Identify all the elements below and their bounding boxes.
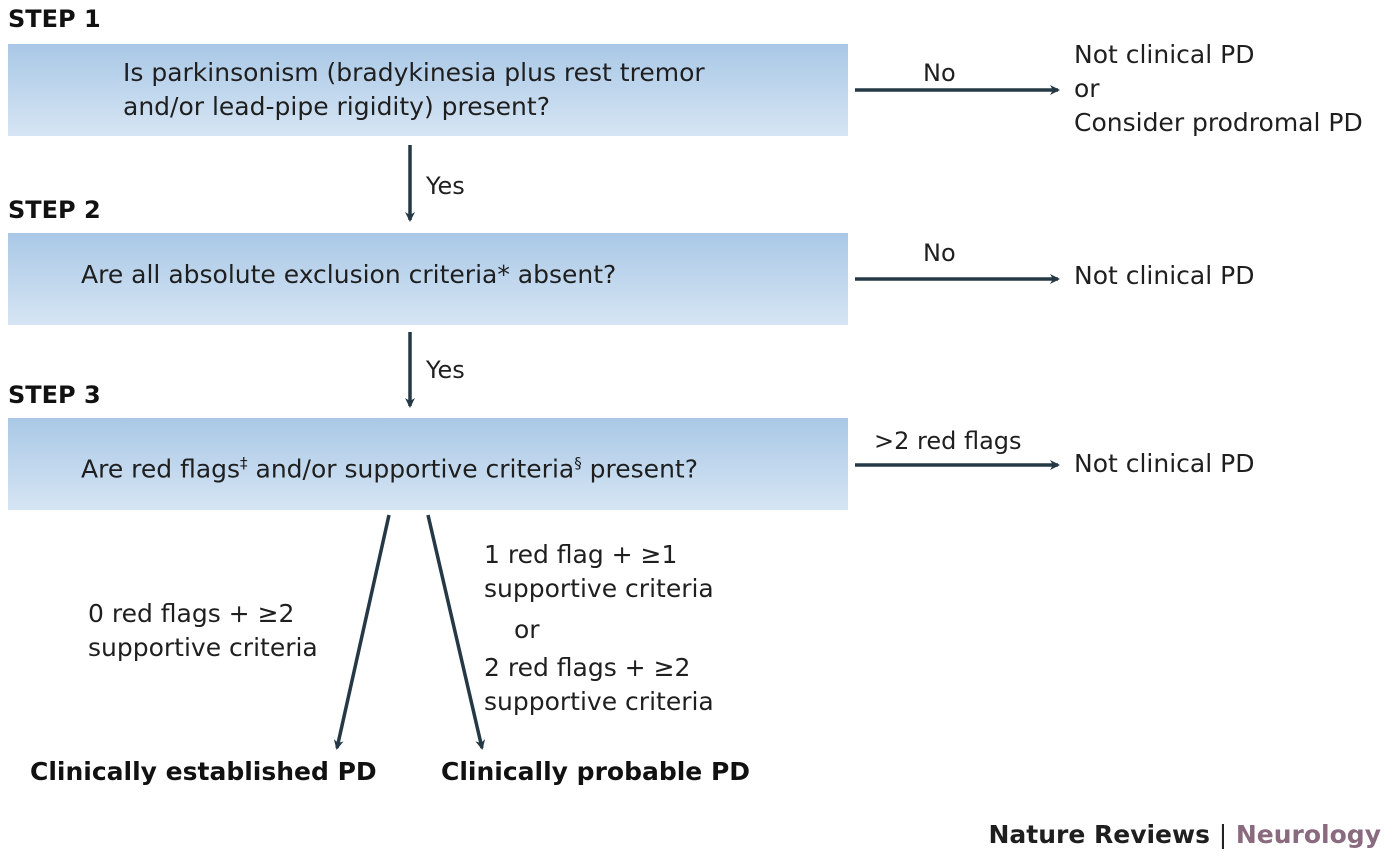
step2-no-label: No [923,239,956,267]
step3-question: Are red flags‡ and/or supportive criteri… [81,446,698,486]
probable-condition-line4: supportive criteria [484,687,714,716]
step1-no-outcome-line2: or [1074,74,1100,103]
step1-question-line1: Is parkinsonism (bradykinesia plus rest … [123,58,705,87]
step1-label: STEP 1 [8,5,101,33]
step2-no-outcome: Not clinical PD [1074,261,1255,290]
step3-red-flags-outcome: Not clinical PD [1074,449,1255,478]
established-condition-line1: 0 red flags + ≥2 [88,599,295,628]
journal-name: Nature Reviews [988,820,1210,849]
step1-no-outcome-line3: Consider prodromal PD [1074,108,1363,137]
probable-condition-line1: 1 red flag + ≥1 [484,540,678,569]
probable-condition-or: or [514,615,540,644]
step1-question: Is parkinsonism (bradykinesia plus rest … [123,56,705,124]
established-condition: 0 red flags + ≥2 supportive criteria [88,597,318,665]
step2-yes-label: Yes [426,356,465,384]
step3-question-part3: present? [581,454,698,484]
arrow-to-established [333,514,391,750]
journal-credit: Nature Reviews | Neurology [988,820,1381,849]
step2-box: Are all absolute exclusion criteria* abs… [8,233,848,325]
step2-question: Are all absolute exclusion criteria* abs… [81,260,617,289]
step1-yes-label: Yes [426,172,465,200]
outcome-established: Clinically established PD [30,757,377,786]
step3-label: STEP 3 [8,381,101,409]
probable-condition-line3: 2 red flags + ≥2 [484,653,691,682]
step1-no-outcome: Not clinical PD or Consider prodromal PD [1074,38,1363,140]
journal-separator: | [1218,820,1228,849]
step1-question-line2: and/or lead-pipe rigidity) present? [123,92,550,121]
step3-footnote-mark-2: § [574,454,582,472]
step3-footnote-mark-1: ‡ [240,454,248,472]
step2-label: STEP 2 [8,196,101,224]
step3-question-part1: Are red flags [81,454,241,484]
arrow-to-probable [426,514,486,750]
step1-no-label: No [923,59,956,87]
journal-section: Neurology [1235,820,1381,849]
step1-no-outcome-line1: Not clinical PD [1074,40,1255,69]
established-condition-line2: supportive criteria [88,633,318,662]
step3-red-flags-label: >2 red flags [874,427,1022,455]
probable-condition-line2: supportive criteria [484,574,714,603]
step1-box: Is parkinsonism (bradykinesia plus rest … [8,44,848,136]
step3-box: Are red flags‡ and/or supportive criteri… [8,418,848,510]
outcome-probable: Clinically probable PD [441,757,751,786]
probable-condition: 1 red flag + ≥1 supportive criteria or 2… [484,538,714,719]
step3-question-part2: and/or supportive criteria [247,454,575,484]
